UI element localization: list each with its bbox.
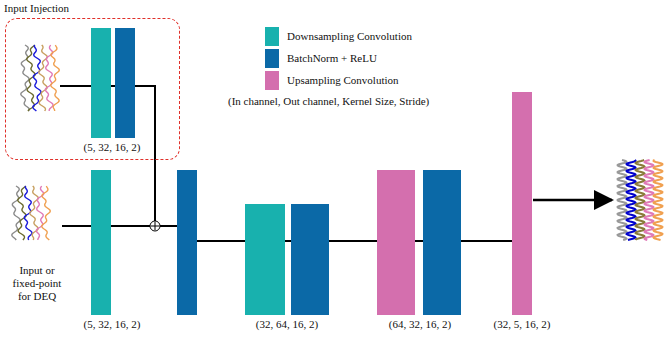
waveform-stroke [627, 160, 636, 240]
layer-block: (64, 32, 16, 2) [377, 170, 415, 315]
legend: Downsampling ConvolutionBatchNorm + ReLU… [265, 25, 412, 91]
batchnorm-block [423, 170, 461, 315]
layer-block: (32, 5, 16, 2) [512, 92, 532, 315]
legend-swatch [265, 71, 279, 90]
layer-caption: Input or fixed-point for DEQ [9, 264, 65, 303]
note-label: (In channel, Out channel, Kernel Size, S… [228, 95, 429, 107]
layer-caption: (32, 5, 16, 2) [494, 318, 551, 330]
layer-caption: (5, 32, 16, 2) [84, 318, 141, 330]
layer-caption: (32, 64, 16, 2) [256, 318, 318, 330]
output-arrow [533, 199, 612, 202]
input-node: Input or fixed-point for DEQ [12, 182, 62, 242]
waveform-stroke [39, 45, 48, 111]
waveform-stroke [42, 186, 51, 240]
batchnorm-block [177, 170, 197, 315]
sum-symbol [150, 221, 160, 231]
layer-block: (32, 64, 16, 2) [245, 204, 285, 315]
group-title: Input Injection [4, 2, 69, 14]
legend-swatch [265, 27, 279, 46]
waveform-stroke [21, 45, 29, 111]
waveform-stroke [45, 45, 53, 111]
legend-text: Upsampling Convolution [287, 74, 399, 86]
connector [62, 225, 91, 227]
waveform-stroke [618, 160, 627, 240]
legend-row: Downsampling Convolution [265, 25, 412, 47]
legend-row: Upsampling Convolution [265, 69, 412, 91]
waveform-stroke [645, 160, 654, 240]
waveform-stroke [24, 186, 32, 240]
batchnorm-block [115, 28, 135, 138]
layer-block: (5, 32, 16, 2) [91, 28, 111, 138]
legend-text: BatchNorm + ReLU [287, 52, 377, 64]
waveform-stroke [51, 45, 60, 111]
group-region: Input Injection(5, 32, 16, 2) [5, 18, 180, 160]
legend-swatch [265, 49, 279, 68]
input-wire [60, 85, 91, 87]
legend-text: Downsampling Convolution [287, 30, 412, 42]
layer-block: (5, 32, 16, 2) [91, 170, 111, 315]
legend-row: BatchNorm + ReLU [265, 47, 412, 69]
layer-caption: (5, 32, 16, 2) [84, 141, 141, 153]
layer-caption: (64, 32, 16, 2) [389, 318, 451, 330]
batchnorm-block [291, 204, 329, 315]
waveform-stroke [636, 160, 645, 240]
waveform-stroke [654, 160, 663, 240]
